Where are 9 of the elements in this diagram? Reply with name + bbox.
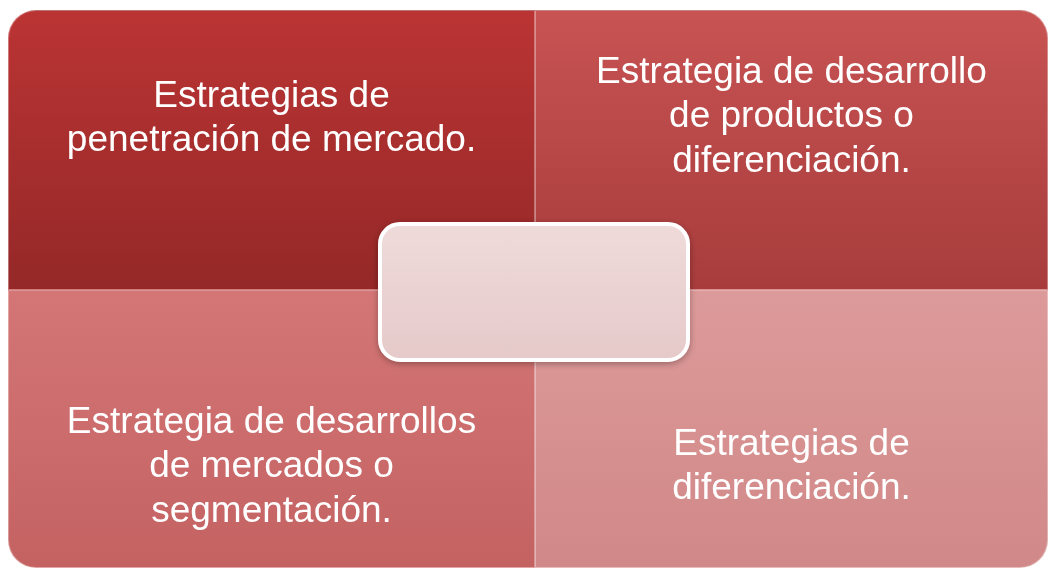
- quadrant-panel: [535, 290, 1048, 568]
- quadrant-text: Estrategia de desarrollos de mercados o segmentación.: [65, 399, 478, 532]
- quadrant-text: Estrategias de penetración de mercado.: [66, 73, 477, 162]
- center-box: [378, 222, 690, 362]
- quadrant-text: Estrategia de desarrollo de productos o diferenciación.: [595, 49, 988, 182]
- quadrant-panel: [8, 10, 535, 290]
- quadrant-panel: [535, 10, 1048, 290]
- quadrant-panel: [8, 290, 535, 568]
- quadrant-text: Estrategias de diferenciación.: [671, 421, 912, 510]
